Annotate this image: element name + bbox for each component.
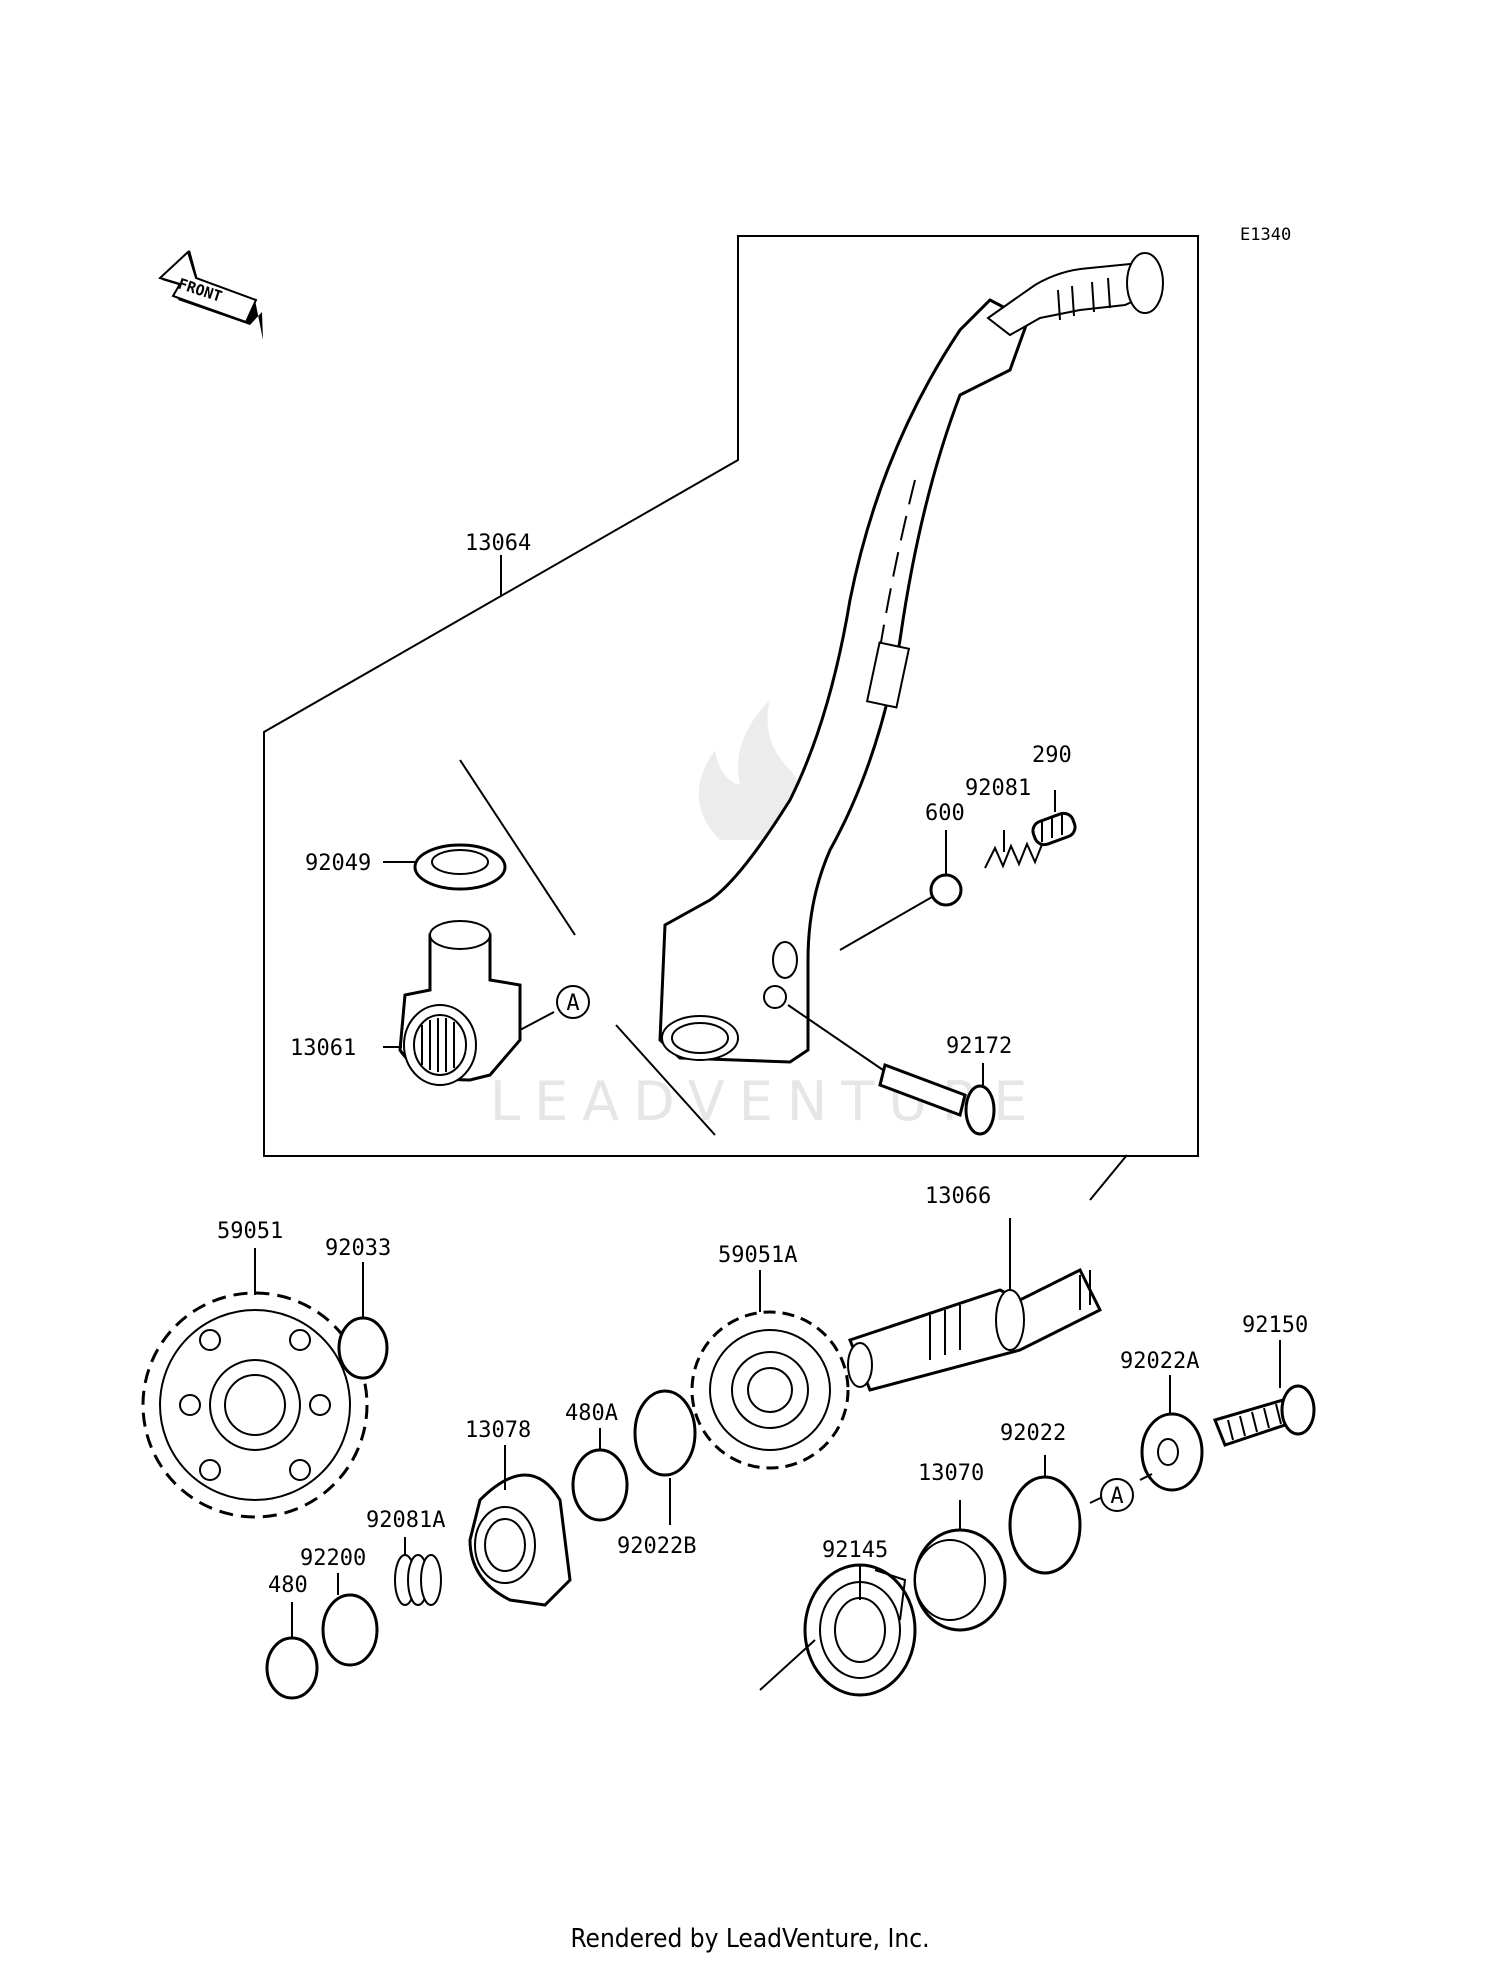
part-59051a-gear: [690, 1310, 850, 1470]
part-92145-spring: [803, 1563, 917, 1697]
label-290: 290: [1032, 743, 1072, 768]
label-13066: 13066: [925, 1184, 991, 1209]
part-13066-shaft: [847, 1267, 1103, 1392]
diagram-code: E1340: [1240, 225, 1291, 245]
label-13064: 13064: [465, 531, 531, 556]
label-13070: 13070: [918, 1461, 984, 1486]
front-arrow-icon: FRONT: [158, 250, 263, 340]
part-92049-seal: [413, 843, 507, 891]
svg-text:A: A: [566, 991, 579, 1016]
label-92022a: 92022A: [1120, 1349, 1199, 1374]
part-600-ball: [929, 873, 963, 907]
part-92081a-spring: [394, 1554, 442, 1606]
ref-circle-a-lower: A: [1100, 1478, 1134, 1512]
label-480a: 480A: [565, 1401, 618, 1426]
svg-text:A: A: [1110, 1484, 1123, 1509]
part-92172-pin: [878, 1063, 996, 1136]
label-92081: 92081: [965, 776, 1031, 801]
kick-pedal-lever: [658, 252, 1164, 1064]
label-59051a: 59051A: [718, 1243, 797, 1268]
part-13061-boss: [398, 920, 522, 1086]
label-92150: 92150: [1242, 1313, 1308, 1338]
label-13061: 13061: [290, 1036, 356, 1061]
label-480: 480: [268, 1573, 308, 1598]
label-92172: 92172: [946, 1034, 1012, 1059]
label-13078: 13078: [465, 1418, 531, 1443]
label-92200: 92200: [300, 1546, 366, 1571]
part-92022-washer: [1008, 1475, 1082, 1575]
part-480a-circlip: [571, 1448, 629, 1522]
label-59051: 59051: [217, 1219, 283, 1244]
part-92081-spring: [984, 841, 1044, 869]
part-92200-washer: [321, 1593, 379, 1667]
part-290-plunger: [1031, 811, 1077, 847]
part-92033-ring: [337, 1316, 389, 1380]
part-92022a-washer: [1140, 1412, 1204, 1492]
part-13078-ratchet: [468, 1473, 572, 1607]
label-92049: 92049: [305, 851, 371, 876]
part-59051-gear: [141, 1291, 369, 1519]
part-92150-bolt: [1212, 1384, 1316, 1447]
label-92081a: 92081A: [366, 1508, 445, 1533]
label-600: 600: [925, 801, 965, 826]
label-92033: 92033: [325, 1236, 391, 1261]
callout-labels: 13064 92049 13061 600 92081 290 92172 59…: [217, 531, 1308, 1598]
assembly-frame: [263, 235, 1199, 1157]
part-92022b-washer: [633, 1389, 697, 1477]
label-92022: 92022: [1000, 1421, 1066, 1446]
label-92145: 92145: [822, 1538, 888, 1563]
footer-credit: Rendered by LeadVenture, Inc.: [570, 1924, 929, 1954]
ref-circle-a-upper: A: [556, 985, 590, 1019]
part-13070-collar: [913, 1528, 1007, 1632]
leader-lines: [254, 555, 1281, 1691]
label-92022b: 92022B: [617, 1534, 696, 1559]
part-480-circlip: [265, 1636, 319, 1700]
